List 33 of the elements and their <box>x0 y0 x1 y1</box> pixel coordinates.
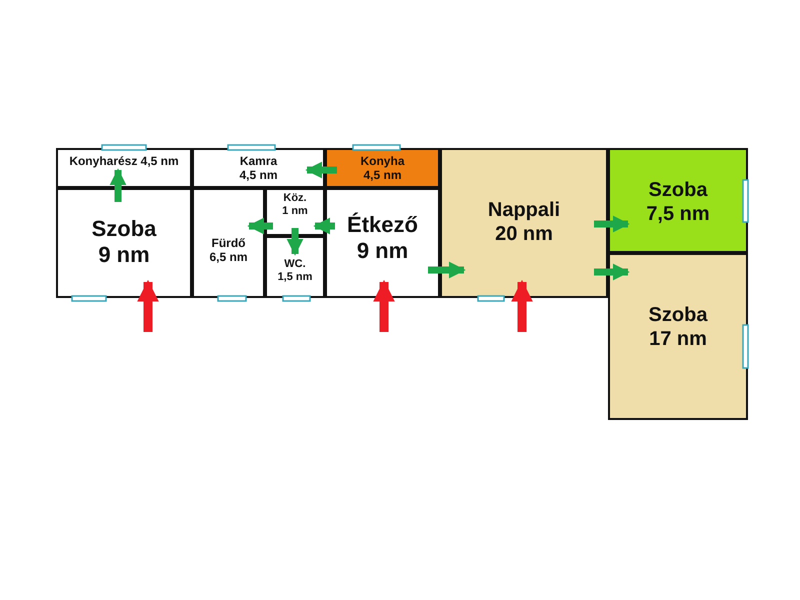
arrow <box>428 262 466 278</box>
room-label: Konyha 4,5 nm <box>359 154 406 183</box>
room-label: Szoba 17 nm <box>648 303 709 351</box>
room-label: Étkező 9 nm <box>346 212 419 265</box>
arrow <box>137 280 159 332</box>
room <box>56 148 192 188</box>
room <box>265 188 325 236</box>
room <box>440 148 608 298</box>
arrow <box>373 280 395 332</box>
arrow <box>286 228 304 256</box>
room-label: Kamra 4,5 nm <box>238 154 278 183</box>
room-label: Fürdő 6,5 nm <box>208 236 248 265</box>
arrow <box>305 162 337 178</box>
room <box>192 148 325 188</box>
room <box>608 148 748 253</box>
room <box>56 188 192 298</box>
room-label: Szoba 7,5 nm <box>645 178 711 226</box>
arrow <box>313 218 335 234</box>
arrow <box>110 168 126 202</box>
room-label: Köz. 1 nm <box>281 192 309 218</box>
room <box>608 253 748 420</box>
room-label: Konyharész 4,5 nm <box>68 154 180 168</box>
arrow <box>594 216 630 232</box>
room-label: WC. 1,5 nm <box>276 258 314 284</box>
room <box>325 188 440 298</box>
room <box>325 148 440 188</box>
room-label: Nappali 20 nm <box>486 198 562 246</box>
room <box>265 236 325 298</box>
arrow <box>247 218 273 234</box>
room <box>192 188 265 298</box>
arrow <box>511 280 533 332</box>
room-label: Szoba 9 nm <box>90 216 158 269</box>
arrow <box>594 264 630 280</box>
